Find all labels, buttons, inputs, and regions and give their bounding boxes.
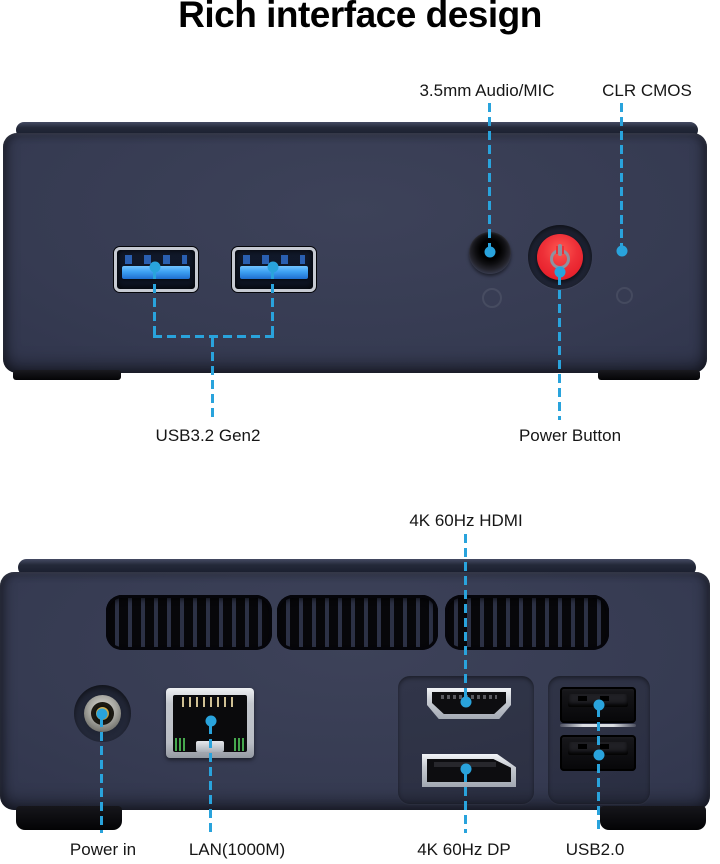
label-dp: 4K 60Hz DP xyxy=(417,840,511,859)
callout-dot-power xyxy=(554,266,566,278)
front-foot-left xyxy=(13,370,121,380)
back-foot-right xyxy=(600,806,706,830)
label-usb20: USB2.0 xyxy=(565,840,625,859)
label-lan: LAN(1000M) xyxy=(188,840,286,859)
callout-dot-power-in xyxy=(96,708,108,720)
back-foot-left xyxy=(16,806,122,830)
usb-tongue xyxy=(122,266,190,279)
vent-grille-1 xyxy=(106,595,272,650)
callout-line-hdmi xyxy=(464,534,467,702)
callout-line-cmos xyxy=(620,103,623,249)
callout-dot-usb-a xyxy=(149,261,161,273)
cmos-engraving-icon xyxy=(616,287,633,304)
back-lid xyxy=(18,559,696,576)
callout-line-lan xyxy=(209,725,212,833)
label-power-in: Power in xyxy=(69,840,137,859)
front-panel xyxy=(3,133,707,373)
front-foot-right xyxy=(598,370,700,380)
label-hdmi: 4K 60Hz HDMI xyxy=(409,511,523,530)
label-audio-mic: 3.5mm Audio/MIC xyxy=(419,81,555,100)
callout-line-dp xyxy=(464,773,467,833)
callout-line-usb-stem xyxy=(211,338,214,420)
callout-dot-audio xyxy=(484,246,496,258)
lan-port-pins xyxy=(182,697,238,707)
vent-grille-2 xyxy=(277,595,438,650)
label-usb32-gen2: USB3.2 Gen2 xyxy=(155,426,261,445)
callout-line-audio xyxy=(488,103,491,251)
power-icon-stem xyxy=(558,244,562,256)
usb-tongue xyxy=(240,266,308,279)
page-title: Rich interface design xyxy=(178,0,542,35)
headphone-engraving-icon xyxy=(482,288,502,308)
callout-line-usb-a xyxy=(153,270,156,337)
label-clr-cmos: CLR CMOS xyxy=(602,81,692,100)
callout-line-power-in xyxy=(100,718,103,833)
callout-dot-hdmi xyxy=(460,696,472,708)
callout-dot-lan xyxy=(205,715,217,727)
callout-line-usb-b xyxy=(271,270,274,337)
usb3-port-b-icon xyxy=(232,247,316,292)
callout-dot-usb2-top xyxy=(593,699,605,711)
usb-pins xyxy=(243,255,305,264)
label-power-button: Power Button xyxy=(518,426,622,445)
callout-dot-dp xyxy=(460,763,472,775)
callout-line-usb-join xyxy=(153,335,274,338)
callout-line-usb2 xyxy=(597,708,600,833)
vent-grille-3 xyxy=(445,595,609,650)
lan-led-left xyxy=(175,738,186,751)
callout-dot-usb-b xyxy=(267,261,279,273)
callout-line-power xyxy=(558,276,561,420)
usb-pins xyxy=(125,255,187,264)
callout-dot-cmos xyxy=(616,245,628,257)
lan-led-right xyxy=(234,738,245,751)
